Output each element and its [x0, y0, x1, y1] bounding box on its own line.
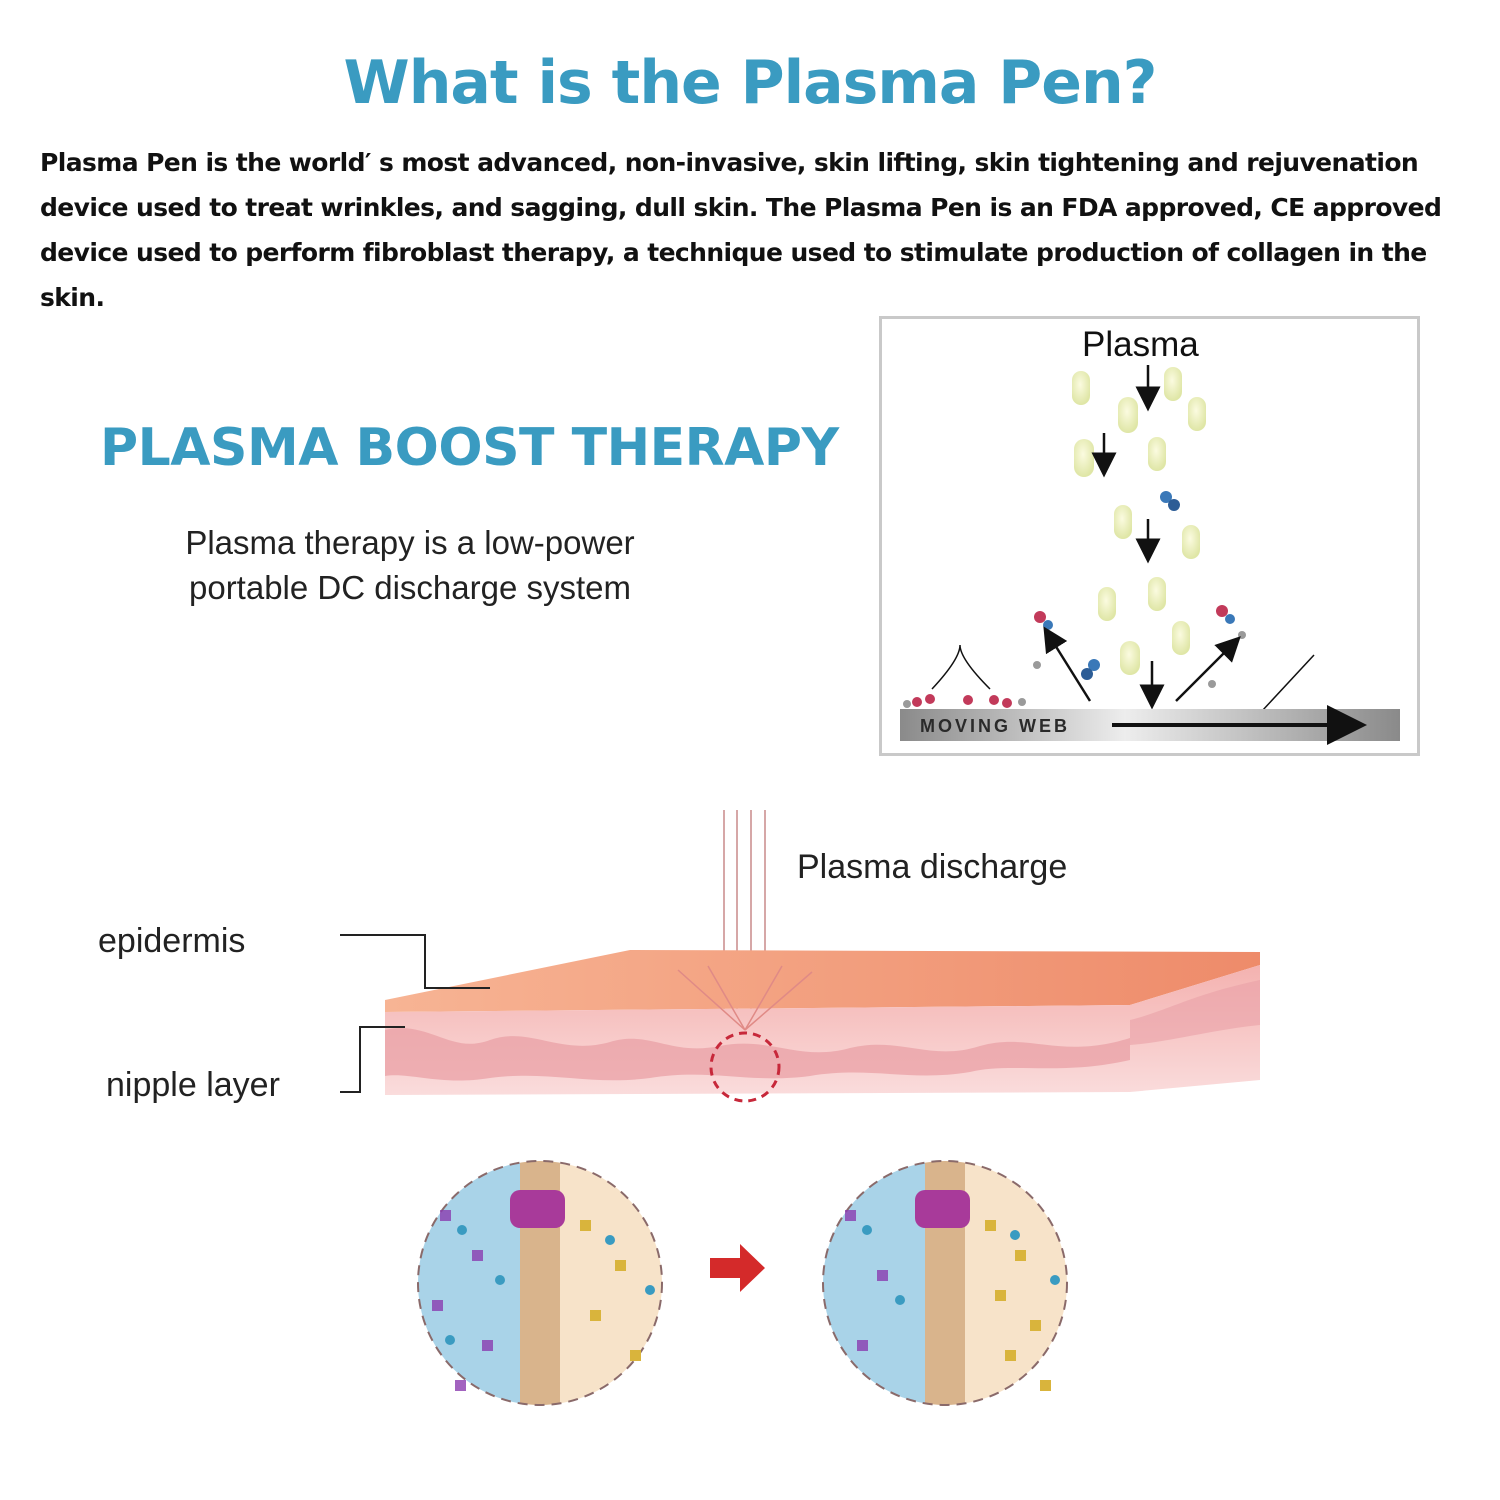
- nipple-layer-wave: [385, 1028, 1130, 1081]
- skin-diagram: Plasma discharge epidermis nipple layer: [98, 780, 1370, 1480]
- epidermis-label: epidermis: [98, 922, 246, 960]
- section-title: PLASMA BOOST THERAPY: [100, 418, 839, 478]
- plasma-discharge-label: Plasma discharge: [797, 848, 1068, 886]
- epidermis-surface: [385, 950, 1260, 1012]
- plasma-particles-graphic: [900, 365, 1400, 745]
- skin-cross-section-graphic: [340, 810, 1260, 1406]
- page-title: What is the Plasma Pen?: [343, 48, 1158, 118]
- description-line-1: Plasma therapy is a low-power: [185, 524, 635, 561]
- intro-paragraph: Plasma Pen is the world′ s most advanced…: [40, 148, 1442, 312]
- nipple-layer-label: nipple layer: [106, 1066, 280, 1104]
- description-line-2: portable DC discharge system: [188, 569, 632, 606]
- moving-web-label: MOVING WEB: [920, 716, 1070, 736]
- penetration-arrows: [677, 965, 813, 1031]
- flow-arrows: [931, 365, 1315, 712]
- target-circle: [709, 1031, 781, 1103]
- surface-molecules: [903, 694, 1026, 708]
- cell-after-circle: [822, 1160, 1068, 1406]
- plasma-illustration-panel: Plasma: [879, 316, 1420, 756]
- plasma-particles: [1072, 367, 1206, 675]
- transition-arrow: [710, 1244, 765, 1292]
- epidermis-leader-line: [340, 934, 490, 989]
- section-description: Plasma therapy is a low-power portable D…: [130, 520, 690, 610]
- nipple-layer-leader-line: [340, 1026, 405, 1093]
- plasma-label: Plasma: [1082, 325, 1199, 364]
- cell-before-circle: [417, 1160, 663, 1406]
